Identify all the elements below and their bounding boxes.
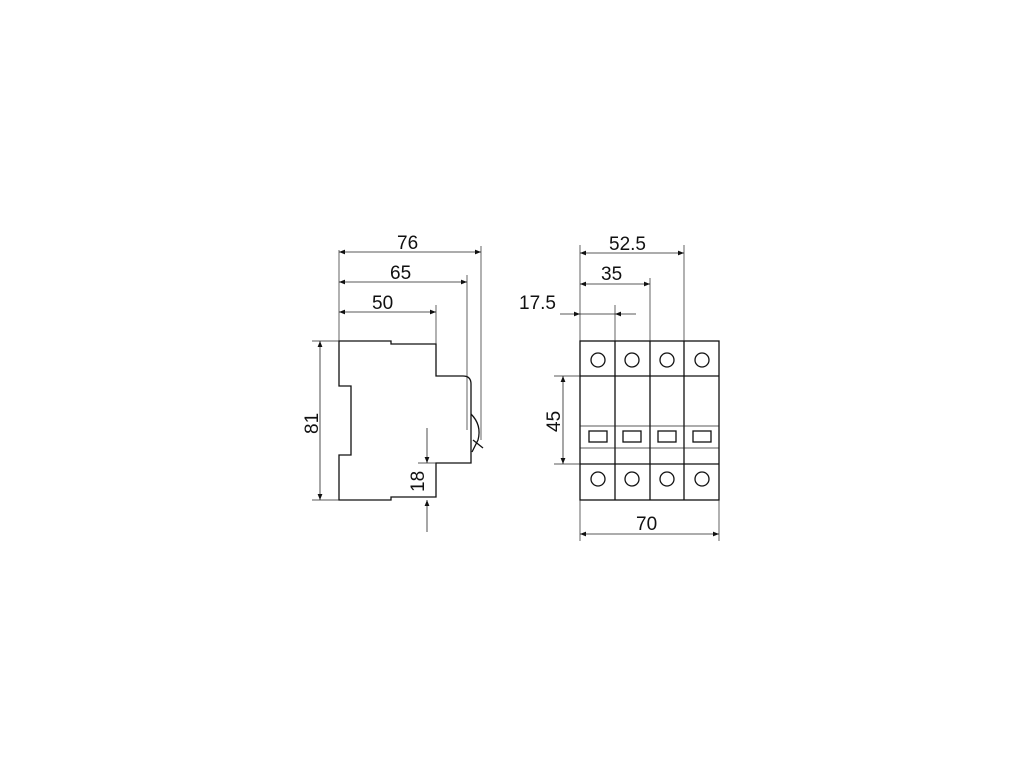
terminal-screw-top-3	[659, 352, 675, 368]
terminal-screw-bottom-1	[590, 471, 606, 487]
terminal-screw-top-2	[624, 352, 640, 368]
dim-label-76: 76	[397, 233, 418, 254]
front-view: 52.5 35 17.5 45 70	[519, 234, 720, 541]
toggle-handle-1	[588, 430, 608, 443]
terminal-screw-bottom-3	[659, 471, 675, 487]
dim-label-18: 18	[408, 471, 429, 492]
terminal-screw-top-1	[590, 352, 606, 368]
toggle-handle-2	[622, 430, 642, 443]
terminal-screw-bottom-4	[694, 471, 710, 487]
dim-label-35: 35	[601, 264, 622, 285]
side-view-handle	[472, 439, 484, 449]
terminal-screw-top-4	[694, 352, 710, 368]
dim-label-45: 45	[544, 411, 565, 432]
side-view-body-outline	[338, 340, 472, 501]
dim-label-70: 70	[636, 514, 657, 535]
toggle-handle-3	[657, 430, 677, 443]
side-view-rail-clip	[470, 413, 480, 453]
dim-label-65: 65	[390, 263, 411, 284]
dim-label-17-5: 17.5	[519, 293, 556, 314]
side-view: 76 65 50 81 18	[302, 233, 484, 532]
terminal-screw-bottom-2	[624, 471, 640, 487]
dim-label-81: 81	[302, 413, 323, 434]
toggle-handle-4	[692, 430, 712, 443]
dim-label-52-5: 52.5	[609, 234, 646, 255]
dim-label-50: 50	[372, 293, 393, 314]
